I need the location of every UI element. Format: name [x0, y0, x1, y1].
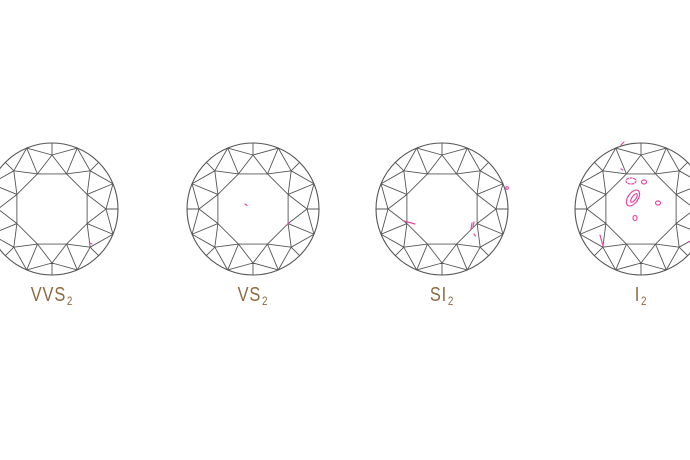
girdle-outline — [574, 142, 690, 276]
facet-lines — [376, 143, 508, 275]
inclusions-i2 — [599, 141, 690, 247]
grade-label-vvs2: VVS2 — [30, 284, 74, 308]
diamond-si2 — [375, 142, 509, 276]
diamond-i2 — [574, 141, 690, 276]
diamond-vs2 — [186, 142, 320, 276]
facet-lines — [575, 143, 690, 275]
diamond-vvs2 — [0, 142, 119, 276]
grade-label-si2: SI2 — [429, 284, 455, 308]
girdle-outline — [0, 142, 119, 276]
inclusions-vs2 — [244, 203, 290, 226]
facet-pattern — [375, 142, 509, 276]
grade-label-vs2: VS2 — [237, 284, 269, 308]
facet-pattern — [186, 142, 320, 276]
inclusions-vvs2 — [89, 242, 93, 245]
facet-pattern — [0, 142, 119, 276]
facet-lines — [0, 143, 118, 275]
grade-label-i2: I2 — [634, 284, 648, 308]
facet-pattern — [574, 142, 690, 276]
inclusions-si2 — [403, 186, 509, 237]
facet-lines — [187, 143, 319, 275]
